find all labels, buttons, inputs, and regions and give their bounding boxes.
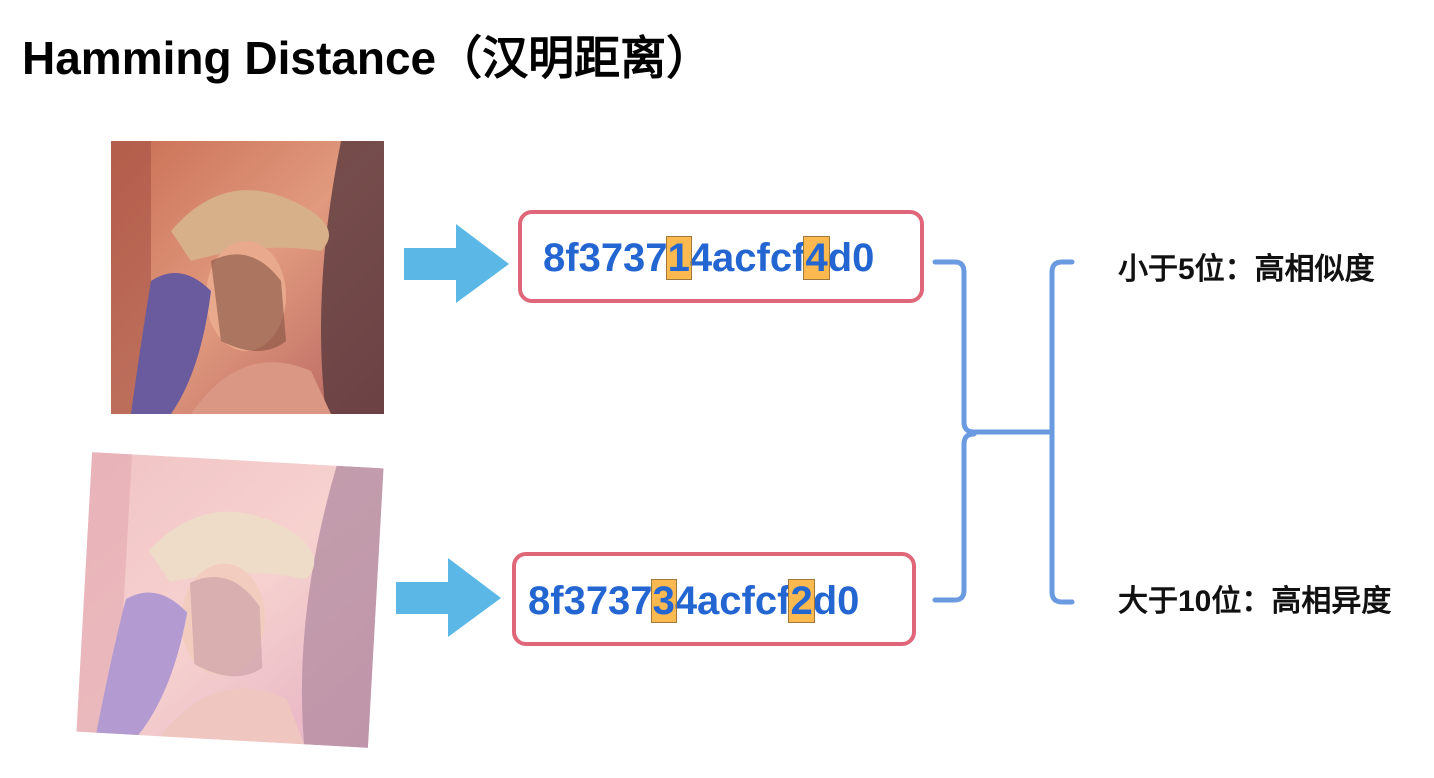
hash-1-part-b: 4acfcf bbox=[689, 236, 806, 280]
hash-box-2 bbox=[512, 552, 916, 646]
arrow-2-icon bbox=[396, 558, 501, 637]
result-low-similarity: 小于5位：高相似度 bbox=[1118, 253, 1375, 286]
hash-2-part-c: d0 bbox=[812, 579, 860, 623]
hash-text-2: 8f373734acfcf2d0 bbox=[528, 575, 859, 627]
arrow-1-icon bbox=[404, 224, 509, 303]
page-title: Hamming Distance（汉明距离） bbox=[22, 32, 713, 84]
hash-2-diff-1: 3 bbox=[650, 579, 677, 623]
original-image bbox=[111, 141, 384, 414]
hash-1-diff-2: 4 bbox=[803, 236, 830, 280]
hash-box-1 bbox=[518, 210, 924, 303]
hash-1-part-c: d0 bbox=[827, 236, 875, 280]
result-high-dissimilarity: 大于10位：高相异度 bbox=[1118, 585, 1392, 618]
hash-1-diff-1: 1 bbox=[665, 236, 692, 280]
hash-text-1: 8f373714acfcf4d0 bbox=[543, 232, 874, 284]
hash-1-part-a: 8f3737 bbox=[543, 236, 668, 280]
hash-2-part-a: 8f3737 bbox=[528, 579, 653, 623]
hash-2-part-b: 4acfcf bbox=[674, 579, 791, 623]
modified-image bbox=[76, 452, 384, 748]
hash-2-diff-2: 2 bbox=[788, 579, 815, 623]
